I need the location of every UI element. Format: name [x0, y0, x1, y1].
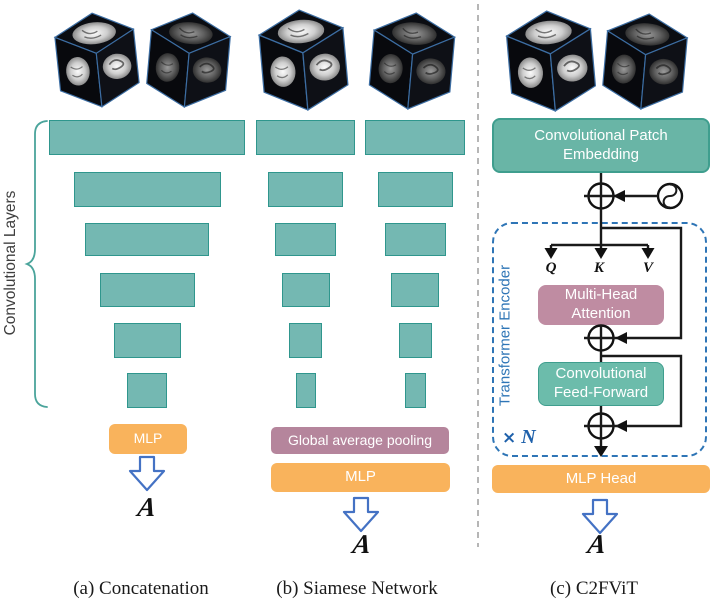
positional-encoding-icon [656, 182, 684, 210]
sagittal-slice [649, 58, 679, 85]
transformer-encoder-label: Transformer Encoder [496, 264, 514, 407]
value-label: V [642, 260, 654, 276]
transformer-encoder-box [492, 222, 707, 457]
multi-head-attention-block: Multi-Head Attention [538, 285, 664, 325]
sagittal-slice [416, 58, 446, 85]
conv-layer-block [365, 120, 465, 155]
conv-layer-block [384, 223, 446, 256]
curly-brace [24, 120, 48, 408]
conv-layer-block [49, 120, 245, 155]
sagittal-slice [309, 53, 340, 81]
coronal-slice [517, 57, 544, 88]
times-symbol: × [502, 428, 517, 448]
brain-cube [368, 12, 456, 110]
mlp-block-b: MLP [271, 463, 450, 492]
brain-cube [257, 9, 349, 111]
conv-layer-block [268, 172, 343, 207]
conv-layer-block [377, 172, 453, 207]
conv-layer-block [295, 373, 316, 408]
brain-cube [602, 13, 689, 110]
output-arrow-icon [342, 496, 380, 533]
global-average-pooling-block: Global average pooling [271, 427, 449, 454]
conv-layers-label: Convolutional Layers [2, 190, 19, 336]
coronal-slice [611, 54, 636, 84]
coronal-slice [155, 53, 180, 82]
mlp-block-a: MLP [109, 424, 187, 454]
conv-layer-block [404, 373, 426, 408]
brain-cube [146, 12, 232, 108]
output-arrow-icon [128, 455, 166, 492]
output-symbol-b: A [350, 529, 374, 559]
conv-layer-block [256, 120, 355, 155]
brain-cube [505, 10, 597, 112]
conv-layer-block [73, 172, 221, 207]
key-label: K [593, 260, 605, 276]
n-symbol: N [521, 426, 536, 448]
caption-c2fvit: (c) C2FViT [549, 578, 639, 599]
coronal-slice [270, 56, 296, 87]
conv-patch-embedding-block: Convolutional Patch Embedding [492, 118, 710, 173]
conv-layer-block [127, 373, 167, 408]
conv-layer-block [391, 273, 439, 307]
arrowhead [613, 190, 625, 202]
sagittal-slice [192, 57, 222, 83]
output-symbol-c: A [585, 529, 609, 559]
conv-layer-block [398, 323, 432, 358]
conv-layer-block [281, 273, 330, 307]
conv-layer-block [275, 223, 336, 256]
coronal-slice [378, 54, 403, 84]
sagittal-slice [557, 54, 588, 82]
conv-layer-block [85, 223, 209, 256]
caption-concatenation: (a) Concatenation [73, 578, 209, 599]
conv-layer-block [113, 323, 181, 358]
mlp-head-block: MLP Head [492, 465, 710, 493]
conv-feed-forward-block: Convolutional Feed-Forward [538, 362, 664, 406]
repeat-n-label: ×N [502, 426, 536, 449]
caption-siamese-network: (b) Siamese Network [276, 578, 438, 599]
sagittal-slice [102, 53, 132, 79]
query-label: Q [545, 260, 557, 276]
add-icon [587, 182, 615, 210]
coronal-slice [66, 57, 90, 86]
conv-layer-block [289, 323, 322, 358]
conv-layer-block [99, 273, 195, 307]
brain-cube [53, 12, 140, 108]
output-symbol-a: A [135, 492, 159, 522]
